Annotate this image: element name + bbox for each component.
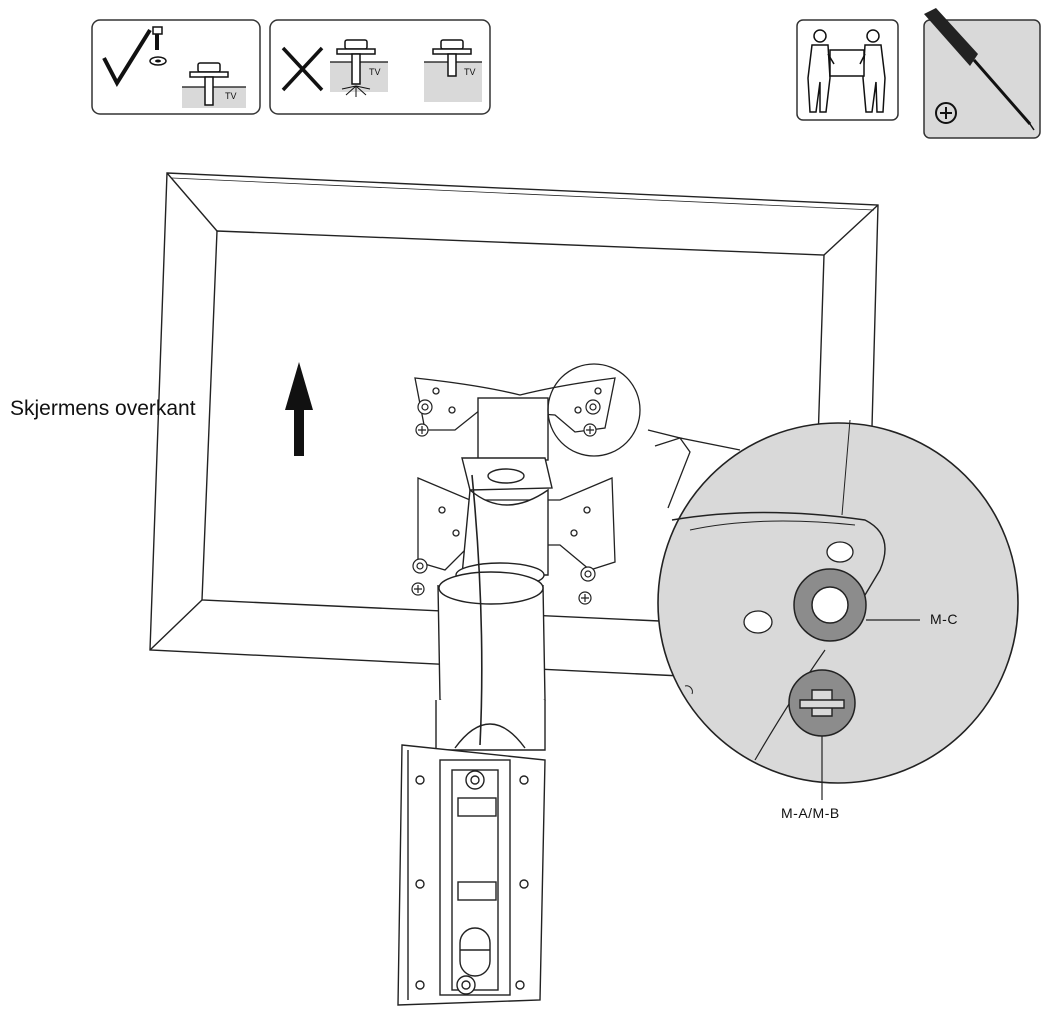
plate-screws — [411, 399, 601, 605]
tv-tag-correct: TV — [225, 91, 237, 101]
wall-bracket — [397, 744, 546, 1006]
spacer-callout-label: M-C — [930, 611, 958, 627]
mount-arm — [435, 397, 553, 751]
wrong-screw-icon-box — [269, 19, 491, 115]
zoom-arrow — [647, 429, 741, 509]
detail-circle-marker — [547, 363, 641, 457]
screw-callout-label: M-A/M-B — [781, 805, 840, 821]
two-person-lift-icon — [796, 19, 899, 121]
correct-screw-icon-box — [91, 19, 261, 115]
tv-tag-wrong-long: TV — [369, 67, 381, 77]
tv-tag-wrong-short: TV — [464, 67, 476, 77]
up-arrow-icon — [285, 362, 313, 456]
magnified-detail — [657, 419, 1019, 800]
phillips-screwdriver-icon — [923, 8, 1041, 139]
screen-top-label: Skjermens overkant — [10, 397, 196, 420]
